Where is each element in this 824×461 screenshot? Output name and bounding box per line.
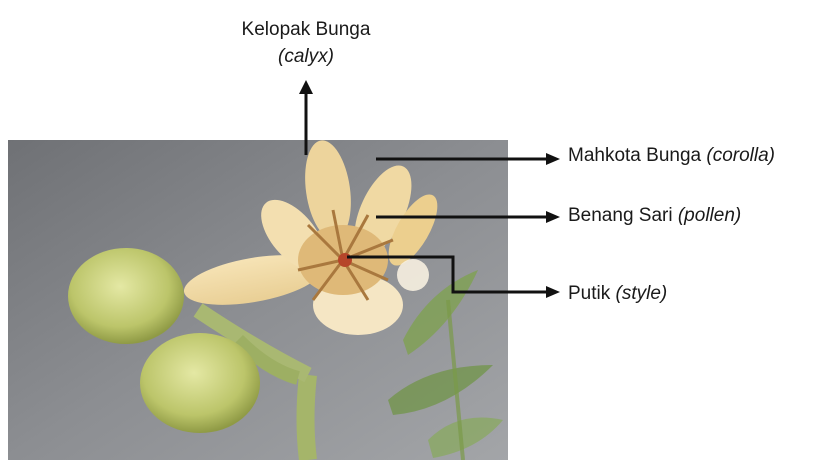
arrowhead-corolla: [546, 153, 560, 165]
arrowhead-pollen: [546, 211, 560, 223]
arrowhead-calyx: [299, 80, 313, 94]
arrow-style: [347, 257, 548, 292]
arrowhead-style: [546, 286, 560, 298]
